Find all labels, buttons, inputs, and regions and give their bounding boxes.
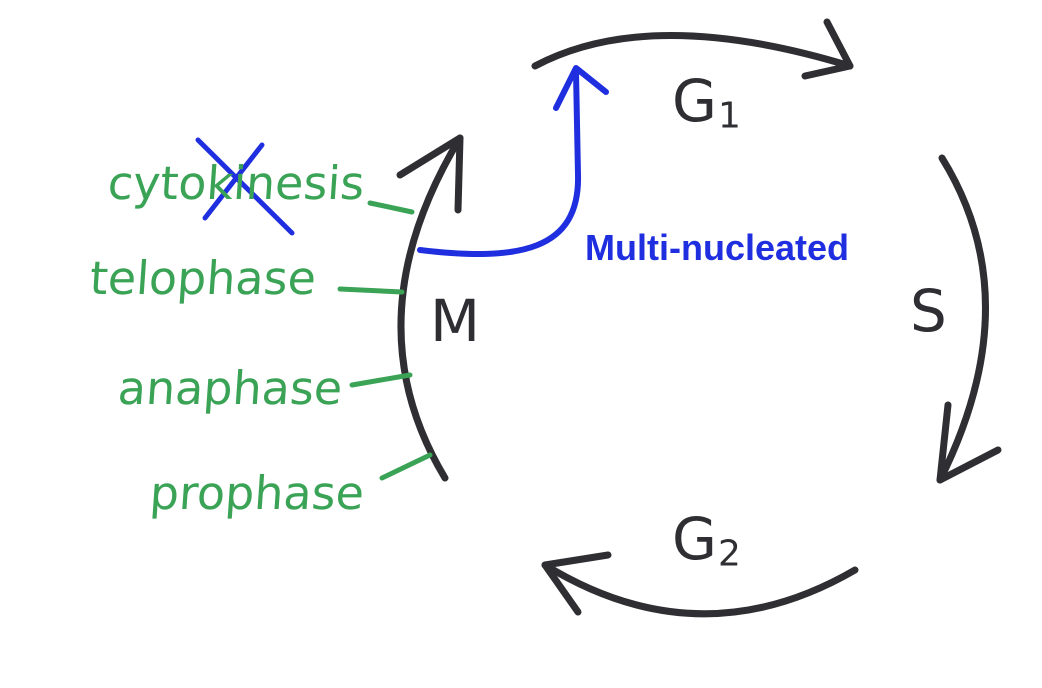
step-label-prophase: prophase: [148, 466, 366, 520]
prophase-connector: [379, 452, 433, 481]
step-label-anaphase: anaphase: [116, 361, 345, 415]
phase-label-g1: G1: [672, 72, 742, 134]
m-letter: M: [430, 287, 482, 355]
cross-out-stroke-2: [202, 142, 265, 221]
cross-out-stroke-1: [195, 137, 295, 236]
g1-letter: G: [672, 67, 718, 135]
anaphase-connector: [349, 372, 413, 388]
g2-arrow: [541, 561, 859, 618]
g1-arrowhead: [801, 18, 854, 80]
g1-subscript: 1: [717, 95, 742, 137]
s-arrowhead: [936, 401, 1002, 484]
g1-arrow: [531, 32, 854, 70]
telophase-connector: [337, 286, 405, 295]
phase-label-g2: G2: [672, 510, 742, 572]
m-arrowhead: [396, 134, 464, 214]
multinucleated-arrow: [417, 69, 582, 257]
multinucleated-arrowhead: [553, 65, 609, 111]
cytokinesis-connector: [367, 200, 415, 215]
g2-arrowhead: [541, 551, 612, 616]
phase-label-m: M: [430, 292, 481, 350]
s-arrow: [936, 154, 989, 484]
annotation-multinucleated: Multi-nucleated: [585, 227, 850, 268]
g2-letter: G: [672, 505, 718, 573]
m-arrow: [397, 134, 464, 482]
s-letter: S: [910, 277, 948, 345]
phase-label-s: S: [910, 282, 948, 340]
g2-subscript: 2: [717, 533, 742, 575]
step-label-cytokinesis: cytokinesis: [106, 156, 367, 210]
step-label-telophase: telophase: [88, 251, 318, 305]
